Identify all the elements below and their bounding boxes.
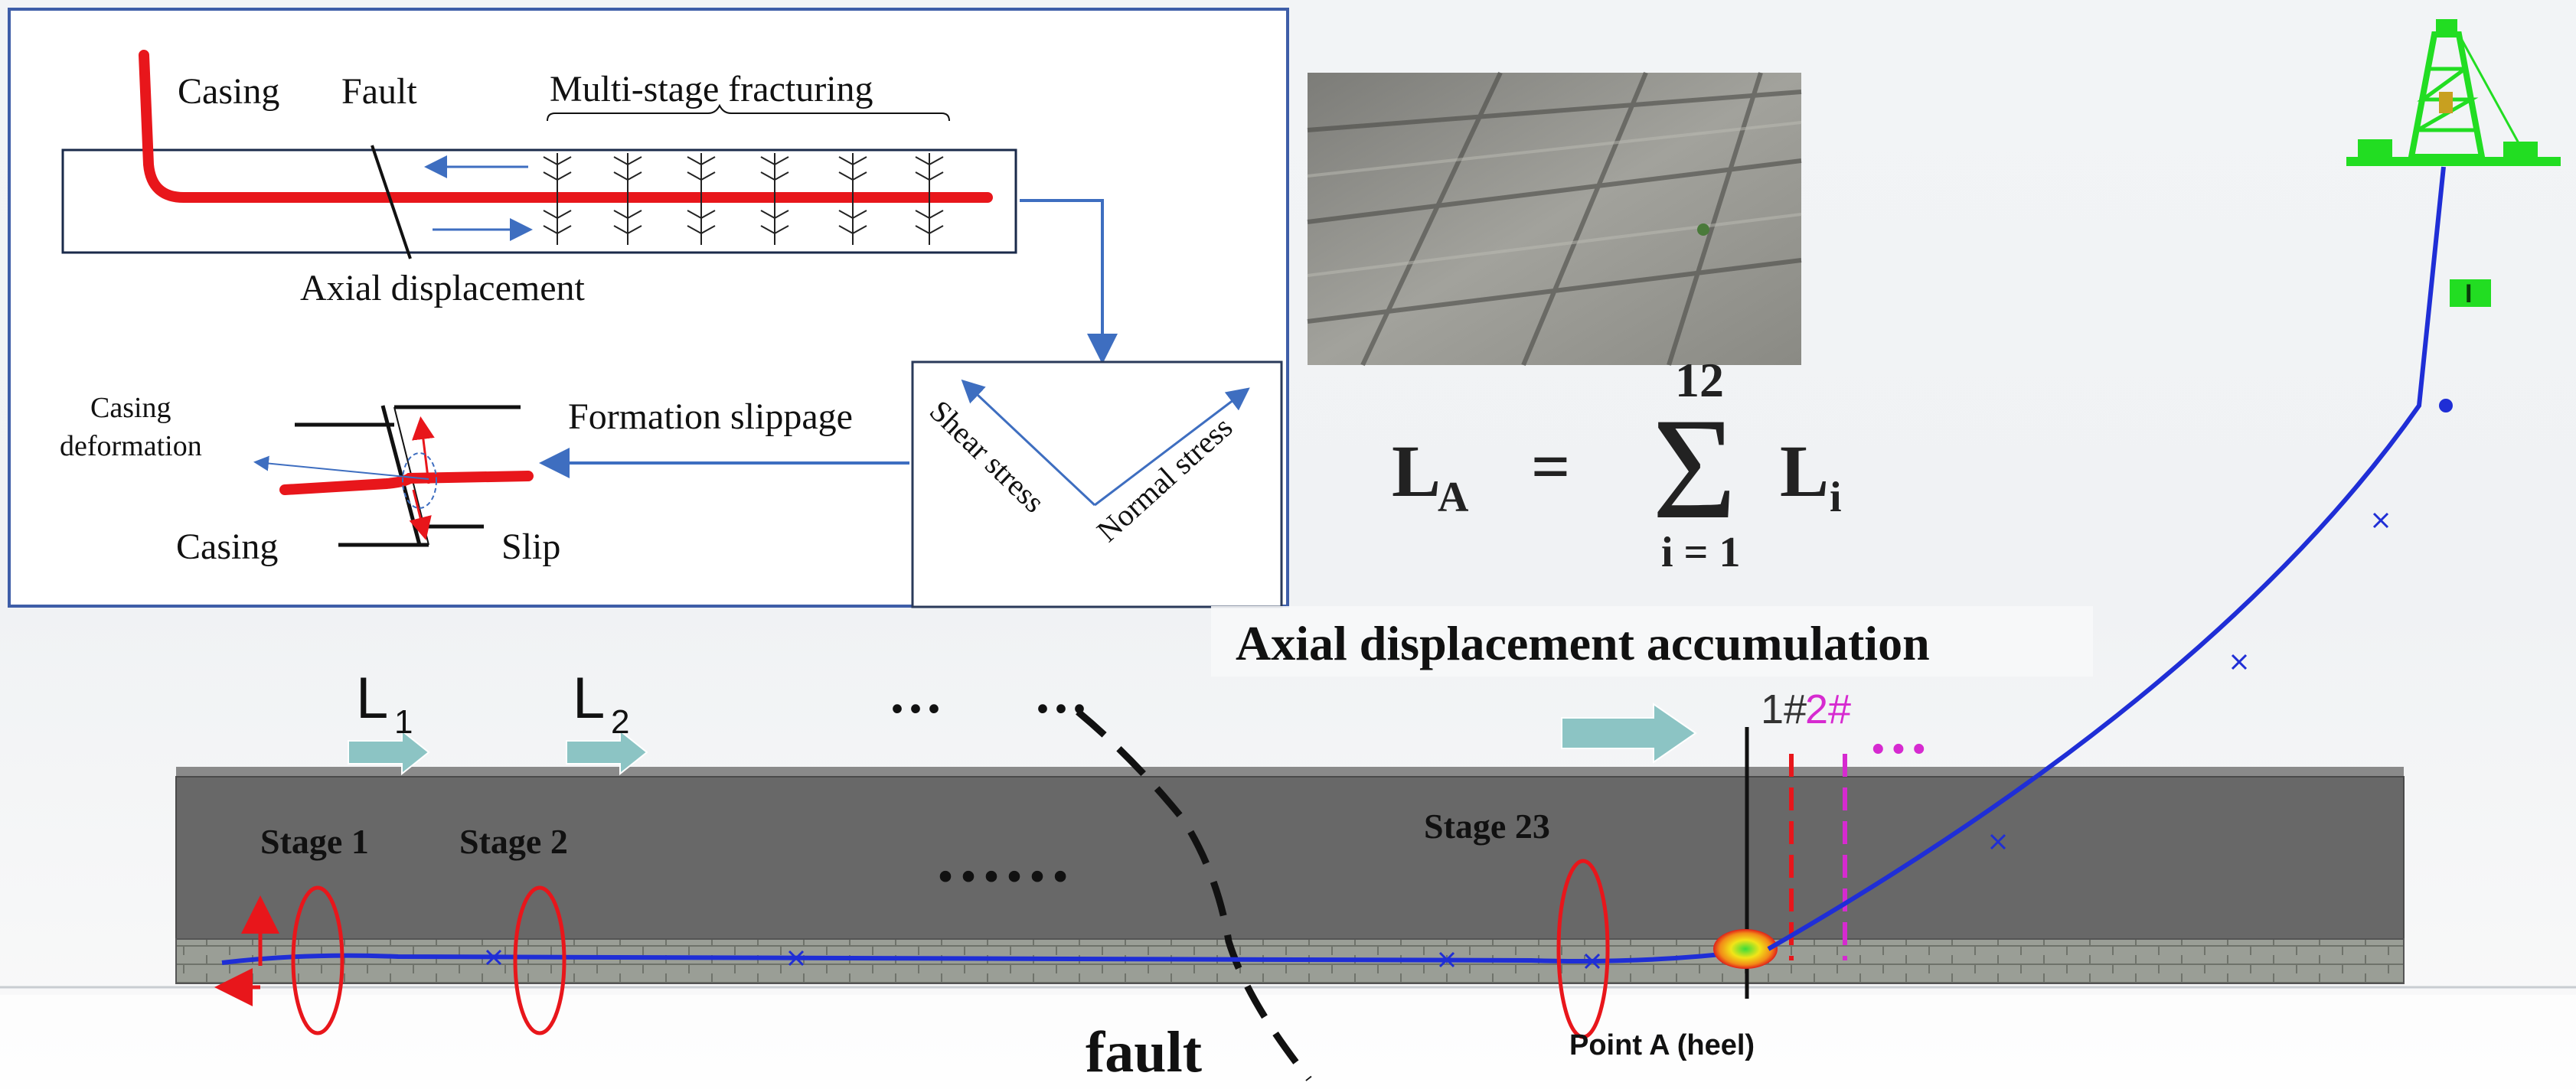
stage-2-label: Stage 2 xyxy=(459,822,568,861)
summation-formula: L A = 12 Σ i = 1 L i xyxy=(1392,353,1842,576)
stage-2-ring xyxy=(513,885,566,1035)
casing-deformation-label-2: deformation xyxy=(60,430,202,462)
marker-1-label: 1# xyxy=(1761,686,1807,732)
axial-displacement-label: Axial displacement xyxy=(300,268,586,308)
formula-term: L xyxy=(1780,430,1829,512)
inset-casing-label: Casing xyxy=(178,71,279,112)
wellbore-marker-2 xyxy=(788,950,805,967)
build-marker-2 xyxy=(2231,654,2248,670)
fault-line xyxy=(1076,709,1312,1081)
accumulation-title: Axial displacement accumulation xyxy=(1236,616,1930,670)
build-section-wellbore xyxy=(1767,166,2446,951)
mechanism-inset: Casing Fault Multi-stage fracturing Axia… xyxy=(8,8,1289,608)
wellbore-marker-3 xyxy=(1438,951,1455,968)
formula-term-sub: i xyxy=(1830,474,1842,521)
wellbore-marker-4 xyxy=(1584,953,1601,970)
stage-1-ring xyxy=(291,885,344,1035)
fracture-symbols xyxy=(543,153,944,245)
formula-sum-upper: 12 xyxy=(1675,353,1724,407)
build-section-markers xyxy=(1990,512,2389,850)
build-marker-3 xyxy=(2372,512,2389,529)
ellipsis-top-1: ··· xyxy=(888,678,943,739)
l2-subscript: 2 xyxy=(611,703,629,741)
marker-more-label: ··· xyxy=(1868,716,1929,783)
wellbore-markers xyxy=(485,949,1601,970)
outcrop-photo xyxy=(1307,71,1802,367)
fracture-symbol-6 xyxy=(915,153,944,245)
stage-23-ring xyxy=(1556,859,1610,1039)
stress-box xyxy=(911,360,1283,608)
well-tag-badge xyxy=(2450,279,2491,307)
fracture-symbol-5 xyxy=(838,153,867,245)
fracture-symbol-3 xyxy=(687,153,716,245)
l1-label: L xyxy=(356,666,388,731)
marker-2-label: 2# xyxy=(1805,686,1851,732)
sigma-symbol: Σ xyxy=(1652,389,1737,549)
fault-label: fault xyxy=(1086,1020,1202,1084)
well-tag-label: I xyxy=(2465,279,2472,308)
formula-equals: = xyxy=(1531,429,1570,505)
slip-label: Slip xyxy=(501,527,560,567)
ellipsis-middle: ······ xyxy=(934,839,1072,915)
slip-sketch xyxy=(253,405,534,547)
casing-deformation-label-1: Casing xyxy=(90,392,171,424)
stage-23-label: Stage 23 xyxy=(1424,807,1550,846)
inset-fault-line xyxy=(371,145,412,259)
casing-line xyxy=(139,50,993,203)
ellipsis-top-2: ··· xyxy=(1033,678,1089,739)
multi-stage-label: Multi-stage fracturing xyxy=(550,69,873,109)
formation-box xyxy=(61,148,1017,254)
inset-casing-bottom-label: Casing xyxy=(176,527,278,567)
point-a-label: Point A (heel) xyxy=(1569,1029,1755,1061)
l1-subscript: 1 xyxy=(394,703,413,741)
horizontal-wellbore xyxy=(221,947,1769,965)
fracture-symbol-4 xyxy=(760,153,789,245)
l2-label: L xyxy=(573,666,605,731)
fracture-symbol-1 xyxy=(543,153,572,245)
formula-sum-lower: i = 1 xyxy=(1661,529,1740,576)
formula-lhs-sub: A xyxy=(1438,474,1469,521)
heel-point xyxy=(1713,929,1778,969)
build-marker-1 xyxy=(1990,833,2006,850)
fracture-symbol-2 xyxy=(613,153,642,245)
formula-lhs: L xyxy=(1392,430,1441,512)
wellbore-marker-1 xyxy=(485,949,502,966)
displacement-arrows xyxy=(348,703,1697,776)
inset-fault-label: Fault xyxy=(341,71,417,112)
stage-1-label: Stage 1 xyxy=(260,822,369,861)
drilling-rig-icon xyxy=(2346,19,2561,166)
formation-slippage-label: Formation slippage xyxy=(568,396,853,437)
